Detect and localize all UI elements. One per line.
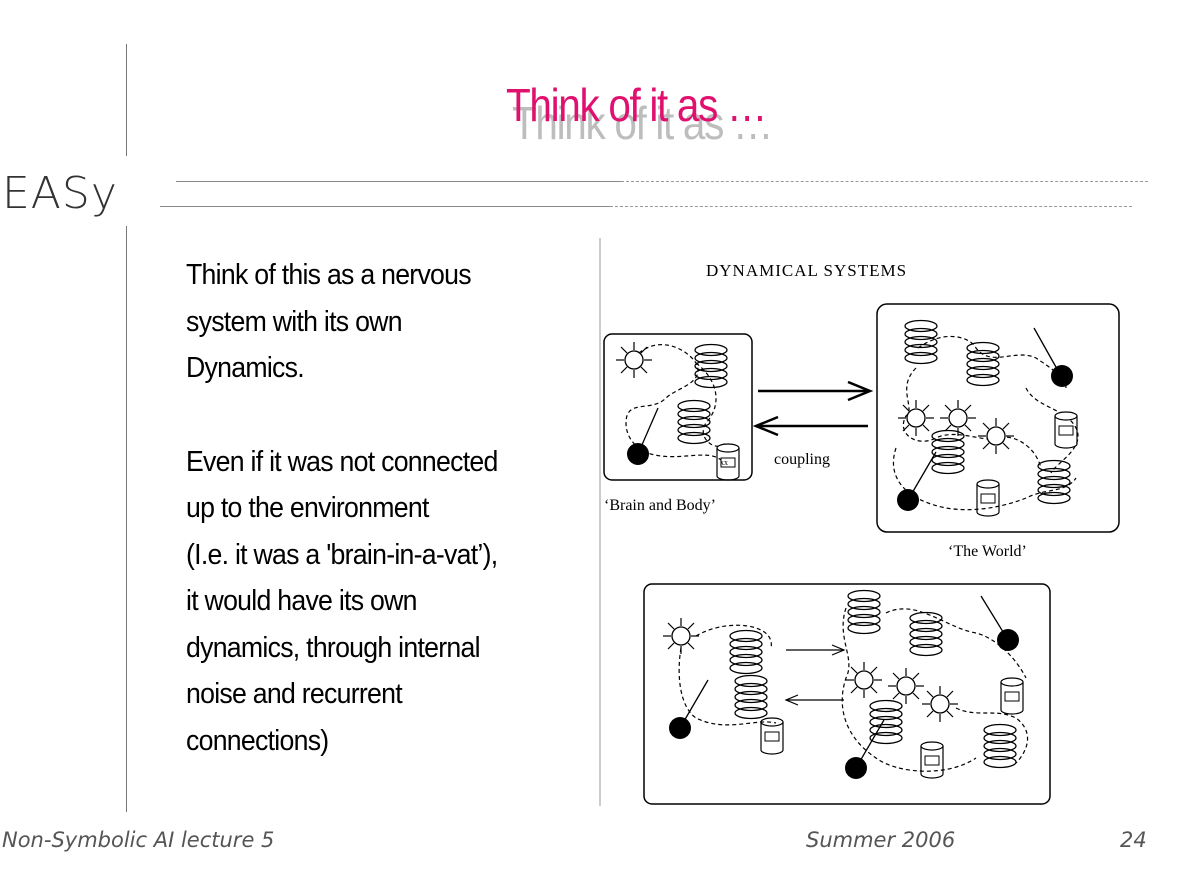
paragraph-1: Think of this as a nervous system with i…: [186, 259, 472, 384]
world-label: ‘The World’: [948, 543, 1027, 560]
figure-heading: DYNAMICAL SYSTEMS: [706, 261, 907, 280]
header-rule-bottom-dashed: [610, 206, 1132, 207]
can-label: xx: [720, 458, 728, 467]
paragraph-2: Even if it was not connected up to the e…: [186, 445, 498, 757]
header-rule-bottom: [160, 206, 610, 207]
footer-term: Summer 2006: [806, 828, 956, 852]
coupling-arrows: [752, 380, 874, 437]
slide-title-shadow: Think of it as …: [512, 97, 773, 149]
brain-body-box: xx: [603, 333, 753, 481]
header-rule-top: [176, 181, 621, 182]
world-box: [876, 303, 1120, 533]
left-vertical-line-bottom: [126, 226, 127, 812]
brand-logo: EASy: [2, 168, 118, 219]
body-text: Think of this as a nervous system with i…: [186, 252, 554, 811]
coupling-label: coupling: [774, 451, 830, 468]
footer-course: Non-Symbolic AI lecture 5: [2, 828, 275, 852]
left-vertical-line-top: [126, 44, 127, 156]
footer-page-number: 24: [1120, 828, 1147, 852]
slide-title: Think of it as …: [506, 79, 767, 131]
header-rule-top-dashed: [621, 181, 1148, 182]
brain-body-label: ‘Brain and Body’: [604, 497, 716, 514]
brain-in-a-vat-box: [643, 583, 1051, 805]
dynamical-systems-diagram: DYNAMICAL SYSTEMS xx ‘Brain and Body’ co…: [599, 238, 1120, 806]
